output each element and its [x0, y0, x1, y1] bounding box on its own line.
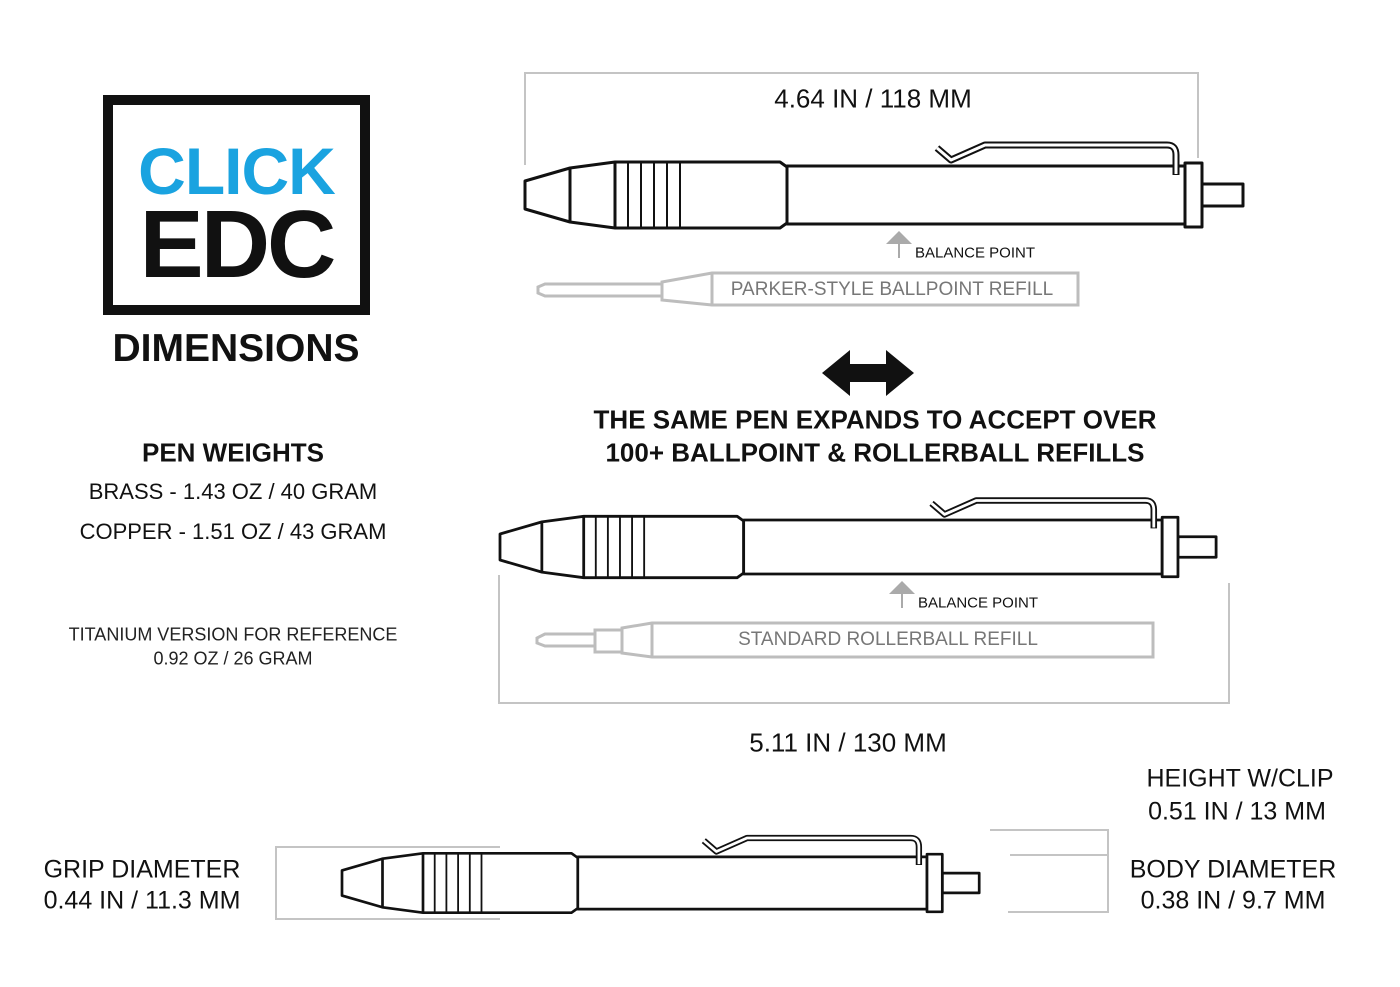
- expand-headline-2: 100+ BALLPOINT & ROLLERBALL REFILLS: [605, 437, 1145, 468]
- body-diameter-label: BODY DIAMETER: [1129, 855, 1337, 884]
- grip-diameter-label: GRIP DIAMETER: [43, 855, 241, 884]
- body-diameter-value: 0.38 IN / 9.7 MM: [1140, 886, 1326, 915]
- brass-weight: BRASS - 1.43 OZ / 40 GRAM: [88, 479, 378, 504]
- mid-pen-length: 5.11 IN / 130 MM: [749, 727, 947, 758]
- top-balance-label: BALANCE POINT: [914, 244, 1036, 262]
- expanded-pen: [498, 497, 1218, 580]
- logo-edc: EDC: [139, 191, 337, 298]
- clip-height-bracket: [990, 829, 1109, 913]
- balance-arrow-mid-icon: [889, 581, 915, 608]
- dimension-lines: [275, 72, 1230, 920]
- height-clip-label: HEIGHT W/CLIP: [1146, 764, 1334, 793]
- grip-diameter-bracket: [275, 846, 500, 920]
- copper-weight: COPPER - 1.51 OZ / 43 GRAM: [79, 519, 387, 544]
- titanium-weight: 0.92 OZ / 26 GRAM: [153, 648, 313, 669]
- rollerball-refill-label: STANDARD ROLLERBALL REFILL: [738, 629, 1038, 650]
- click-edc-logo: CLICK EDC: [103, 95, 370, 315]
- double-arrow-icon: [822, 350, 914, 396]
- parker-refill-label: PARKER-STYLE BALLPOINT REFILL: [730, 279, 1054, 300]
- top-pen: [523, 141, 1245, 230]
- titanium-label: TITANIUM VERSION FOR REFERENCE: [68, 624, 398, 645]
- mid-length-bracket: [498, 575, 1230, 704]
- expand-headline-1: THE SAME PEN EXPANDS TO ACCEPT OVER: [593, 404, 1157, 435]
- height-clip-value: 0.51 IN / 13 MM: [1148, 797, 1326, 826]
- top-refill: [536, 271, 1080, 307]
- mid-balance-label: BALANCE POINT: [917, 594, 1039, 612]
- side-pen: [340, 834, 981, 915]
- mid-refill: [535, 621, 1155, 659]
- grip-diameter-value: 0.44 IN / 11.3 MM: [43, 886, 241, 915]
- page-title: DIMENSIONS: [112, 327, 360, 370]
- balance-arrow-top-icon: [886, 231, 912, 258]
- pen-weights-heading: PEN WEIGHTS: [141, 437, 325, 468]
- top-length-bracket: [524, 72, 1199, 165]
- top-pen-length: 4.64 IN / 118 MM: [774, 83, 972, 114]
- logo-click: CLICK: [138, 134, 336, 208]
